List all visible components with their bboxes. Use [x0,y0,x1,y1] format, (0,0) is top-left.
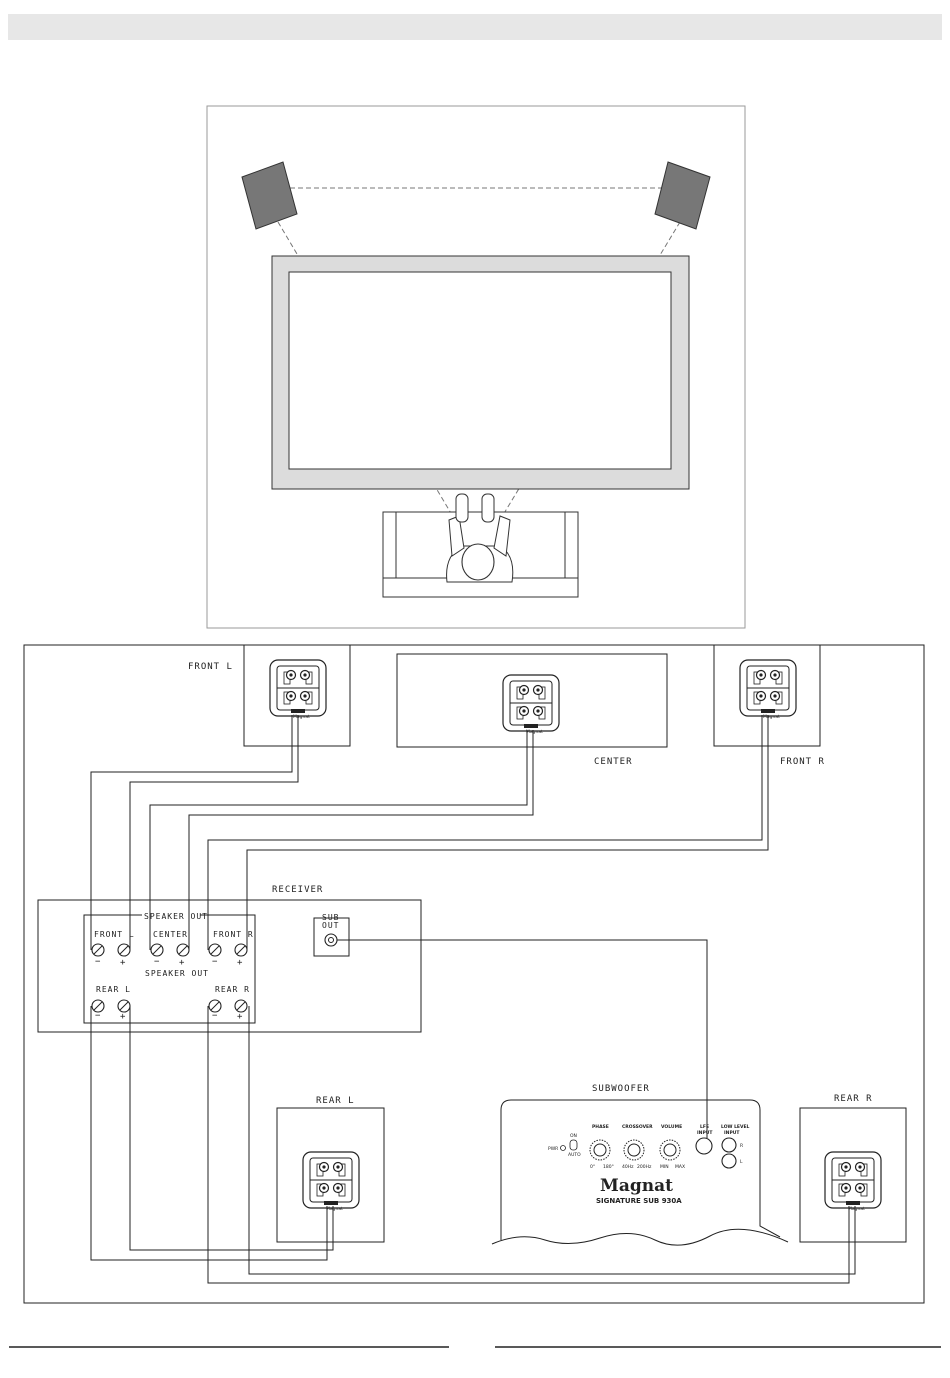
plus-sign: + [120,1012,126,1022]
subwoofer-label: SUBWOOFER [592,1084,650,1094]
center-speaker: Magnat [397,654,667,747]
rear-left-label: REAR L [316,1096,355,1106]
rear-right-speaker: Magnat [800,1108,906,1242]
plus-sign: + [237,1012,243,1022]
terminal-brand: Magnat [848,1206,865,1212]
receiver-center-label: CENTER [153,930,188,939]
on-label: ON [570,1133,577,1139]
terminal-brand: Magnat [326,1206,343,1212]
pwr-label: PWR [548,1146,558,1152]
sub-out-label-2: OUT [322,921,339,930]
low-level-input-r-jack[interactable] [722,1138,736,1152]
minus-sign: − [95,1011,101,1021]
terminal-brand: Magnat [763,714,780,720]
power-led-icon [561,1146,566,1151]
receiver: SPEAKER OUT SPEAKER OUT FRONT L CENTER F… [38,900,421,1032]
receiver-label: RECEIVER [272,885,323,895]
plus-sign: + [120,958,126,968]
low-level-input-label-2: INPUT [724,1130,740,1136]
crossover-min-label: 40Hz [622,1164,634,1170]
receiver-front-left-label: FRONT L [94,930,135,939]
room-layout [207,106,745,628]
low-level-input-l-jack[interactable] [722,1154,736,1168]
volume-max-label: MAX [675,1164,685,1170]
front-right-label: FRONT R [780,757,825,767]
phase-label: PHASE [592,1124,609,1130]
lfe-input-label-1: LFE [700,1124,709,1130]
minus-sign: − [212,957,218,967]
volume-label: VOLUME [661,1124,682,1130]
receiver-front-right-label: FRONT R [213,930,254,939]
front-left-label: FRONT L [188,662,233,672]
phase-max-label: 180° [603,1164,614,1170]
terminal-brand: Magnat [526,729,543,735]
receiver-rear-right-label: REAR R [215,985,250,994]
rear-left-speaker: Magnat [277,1108,384,1242]
speaker-out-bottom-label: SPEAKER OUT [145,969,209,978]
volume-min-label: MIN [660,1164,669,1170]
minus-sign: − [212,1011,218,1021]
speaker-out-top-label: SPEAKER OUT [144,912,208,921]
subwoofer-model: SIGNATURE SUB 930A [596,1197,682,1205]
input-r-label: R [740,1143,743,1149]
minus-sign: − [95,957,101,967]
terminal-brand: Magnat [293,714,310,720]
low-level-input-label-1: LOW LEVEL [721,1124,750,1130]
crossover-label: CROSSOVER [622,1124,653,1130]
front-right-speaker: Magnat [714,645,820,746]
receiver-rear-left-label: REAR L [96,985,131,994]
front-left-speaker: Magnat [244,645,350,746]
subwoofer: PWR ON AUTO PHASE 0° 180° CROSSOVER 40Hz… [492,1100,788,1245]
phase-min-label: 0° [590,1164,595,1170]
rear-right-label: REAR R [834,1094,873,1104]
crossover-max-label: 200Hz [637,1164,652,1170]
minus-sign: − [154,957,160,967]
power-switch[interactable] [570,1140,577,1150]
plus-sign: + [179,958,185,968]
center-label: CENTER [594,757,633,767]
subwoofer-brand: Magnat [600,1176,673,1196]
plus-sign: + [237,958,243,968]
auto-label: AUTO [568,1152,581,1158]
lfe-input-label-2: INPUT [697,1130,713,1136]
lfe-input-jack[interactable] [696,1138,712,1154]
input-l-label: L [740,1159,743,1165]
